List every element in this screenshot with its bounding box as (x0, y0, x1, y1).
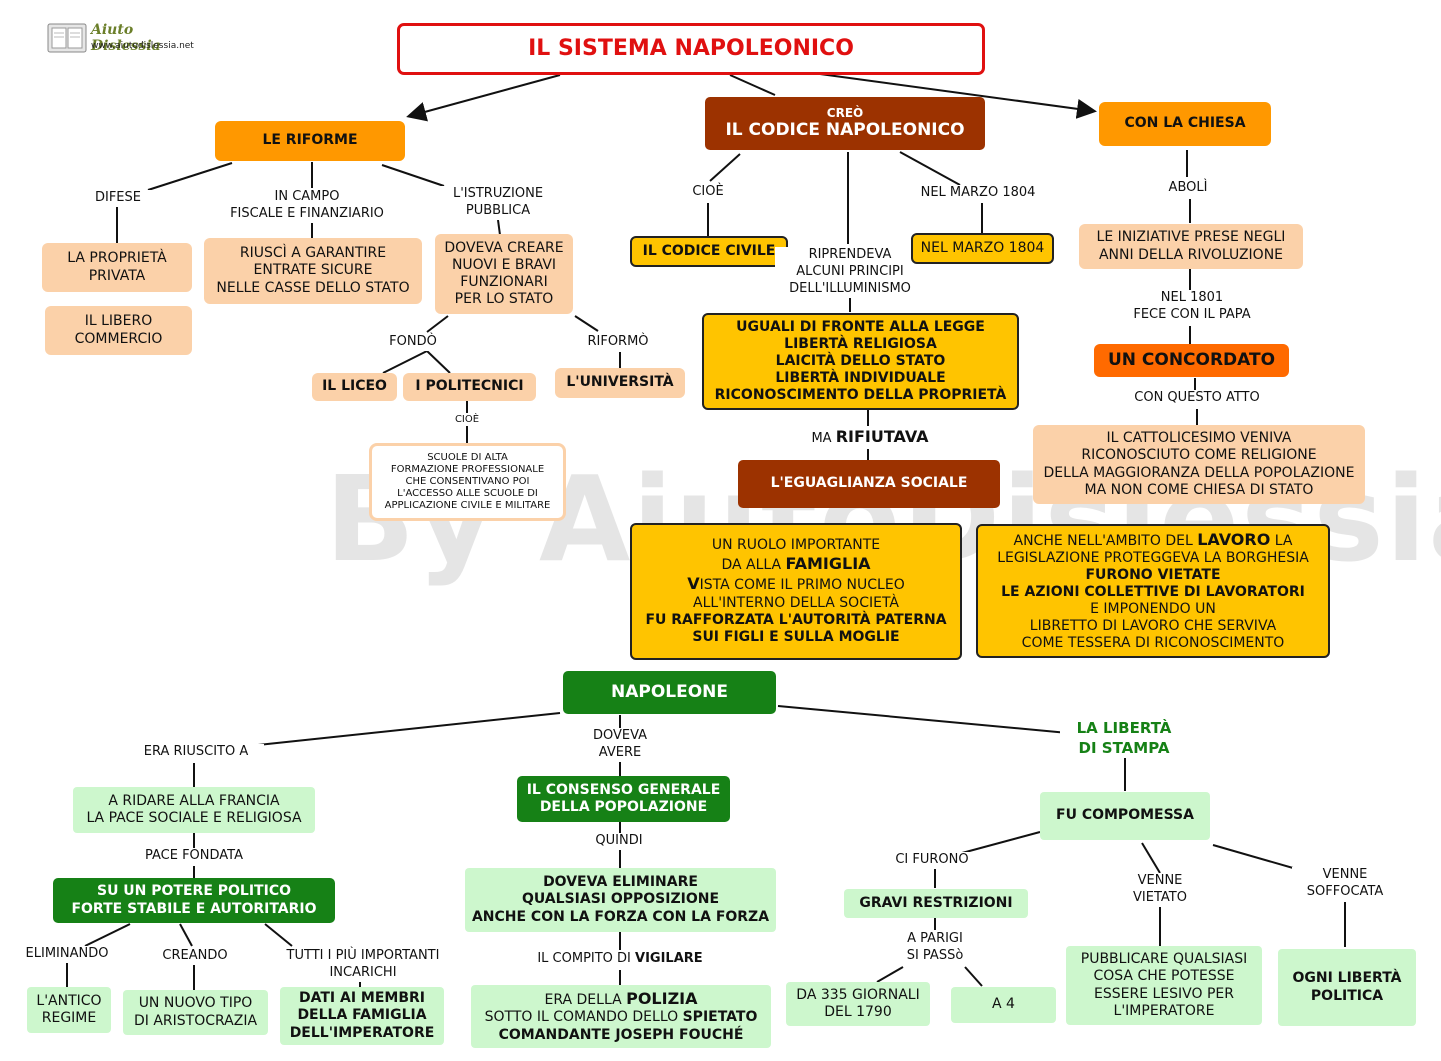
ma-rifiutava-label: MA RIFIUTAVA (790, 427, 950, 448)
site-logo: Aiuto Dislessia www.aiutodislessia.net (47, 21, 199, 55)
logo-url: www.aiutodislessia.net (91, 41, 194, 51)
napoleone-heading: NAPOLEONE (563, 671, 776, 714)
marzo-box: NEL MARZO 1804 (911, 233, 1054, 264)
polizia-box: ERA DELLA POLIZIA SOTTO IL COMANDO DELLO… (471, 985, 771, 1048)
atto-label: CON QUESTO ATTO (1115, 390, 1279, 407)
pace-fondata-label: PACE FONDATA (124, 848, 264, 865)
a4-box: A 4 (951, 987, 1056, 1023)
liceo-box: IL LICEO (312, 373, 397, 401)
fondo-label: FONDÒ (380, 334, 446, 351)
codice-heading: CREÒ IL CODICE NAPOLEONICO (705, 97, 985, 150)
cioe-small-label: CIOÈ (445, 413, 489, 426)
book-logo-icon (47, 23, 87, 53)
riformo-label: RIFORMÒ (576, 334, 660, 351)
codice-civile-box: IL CODICE CIVILE (630, 236, 788, 267)
riuscito-label: ERA RIUSCITO A (128, 744, 264, 761)
page-title: IL SISTEMA NAPOLEONICO (397, 23, 985, 75)
politecnici-box: I POLITECNICI (403, 373, 536, 401)
quindi-label: QUINDI (584, 833, 654, 850)
lavoro-box: ANCHE NELL'AMBITO DEL LAVORO LA LEGISLAZ… (976, 524, 1330, 658)
marzo-label: NEL MARZO 1804 (908, 185, 1048, 202)
eliminando-label: ELIMINANDO (14, 946, 120, 963)
concordato-box: UN CONCORDATO (1094, 344, 1289, 377)
aboli-label: ABOLÌ (1155, 180, 1221, 197)
famiglia-box: UN RUOLO IMPORTANTE DA ALLA FAMIGLIA VIS… (630, 523, 962, 660)
eguaglianza-box: L'EGUAGLIANZA SOCIALE (738, 460, 1000, 508)
logo-name: Aiuto Dislessia (91, 22, 161, 54)
cioe-label: CIOÈ (680, 184, 736, 201)
compito-label: IL COMPITO DI VIGILARE (518, 951, 722, 968)
chiesa-heading: CON LA CHIESA (1099, 102, 1271, 146)
creando-label: CREANDO (152, 948, 238, 965)
compomessa-box: FU COMPOMESSA (1040, 792, 1210, 840)
riforme-heading: LE RIFORME (215, 121, 405, 161)
difese-label: DIFESE (78, 190, 158, 207)
furono-label: CI FURONO (880, 852, 984, 869)
universita-box: L'UNIVERSITÀ (555, 368, 685, 398)
restrizioni-box: GRAVI RESTRIZIONI (844, 889, 1028, 918)
